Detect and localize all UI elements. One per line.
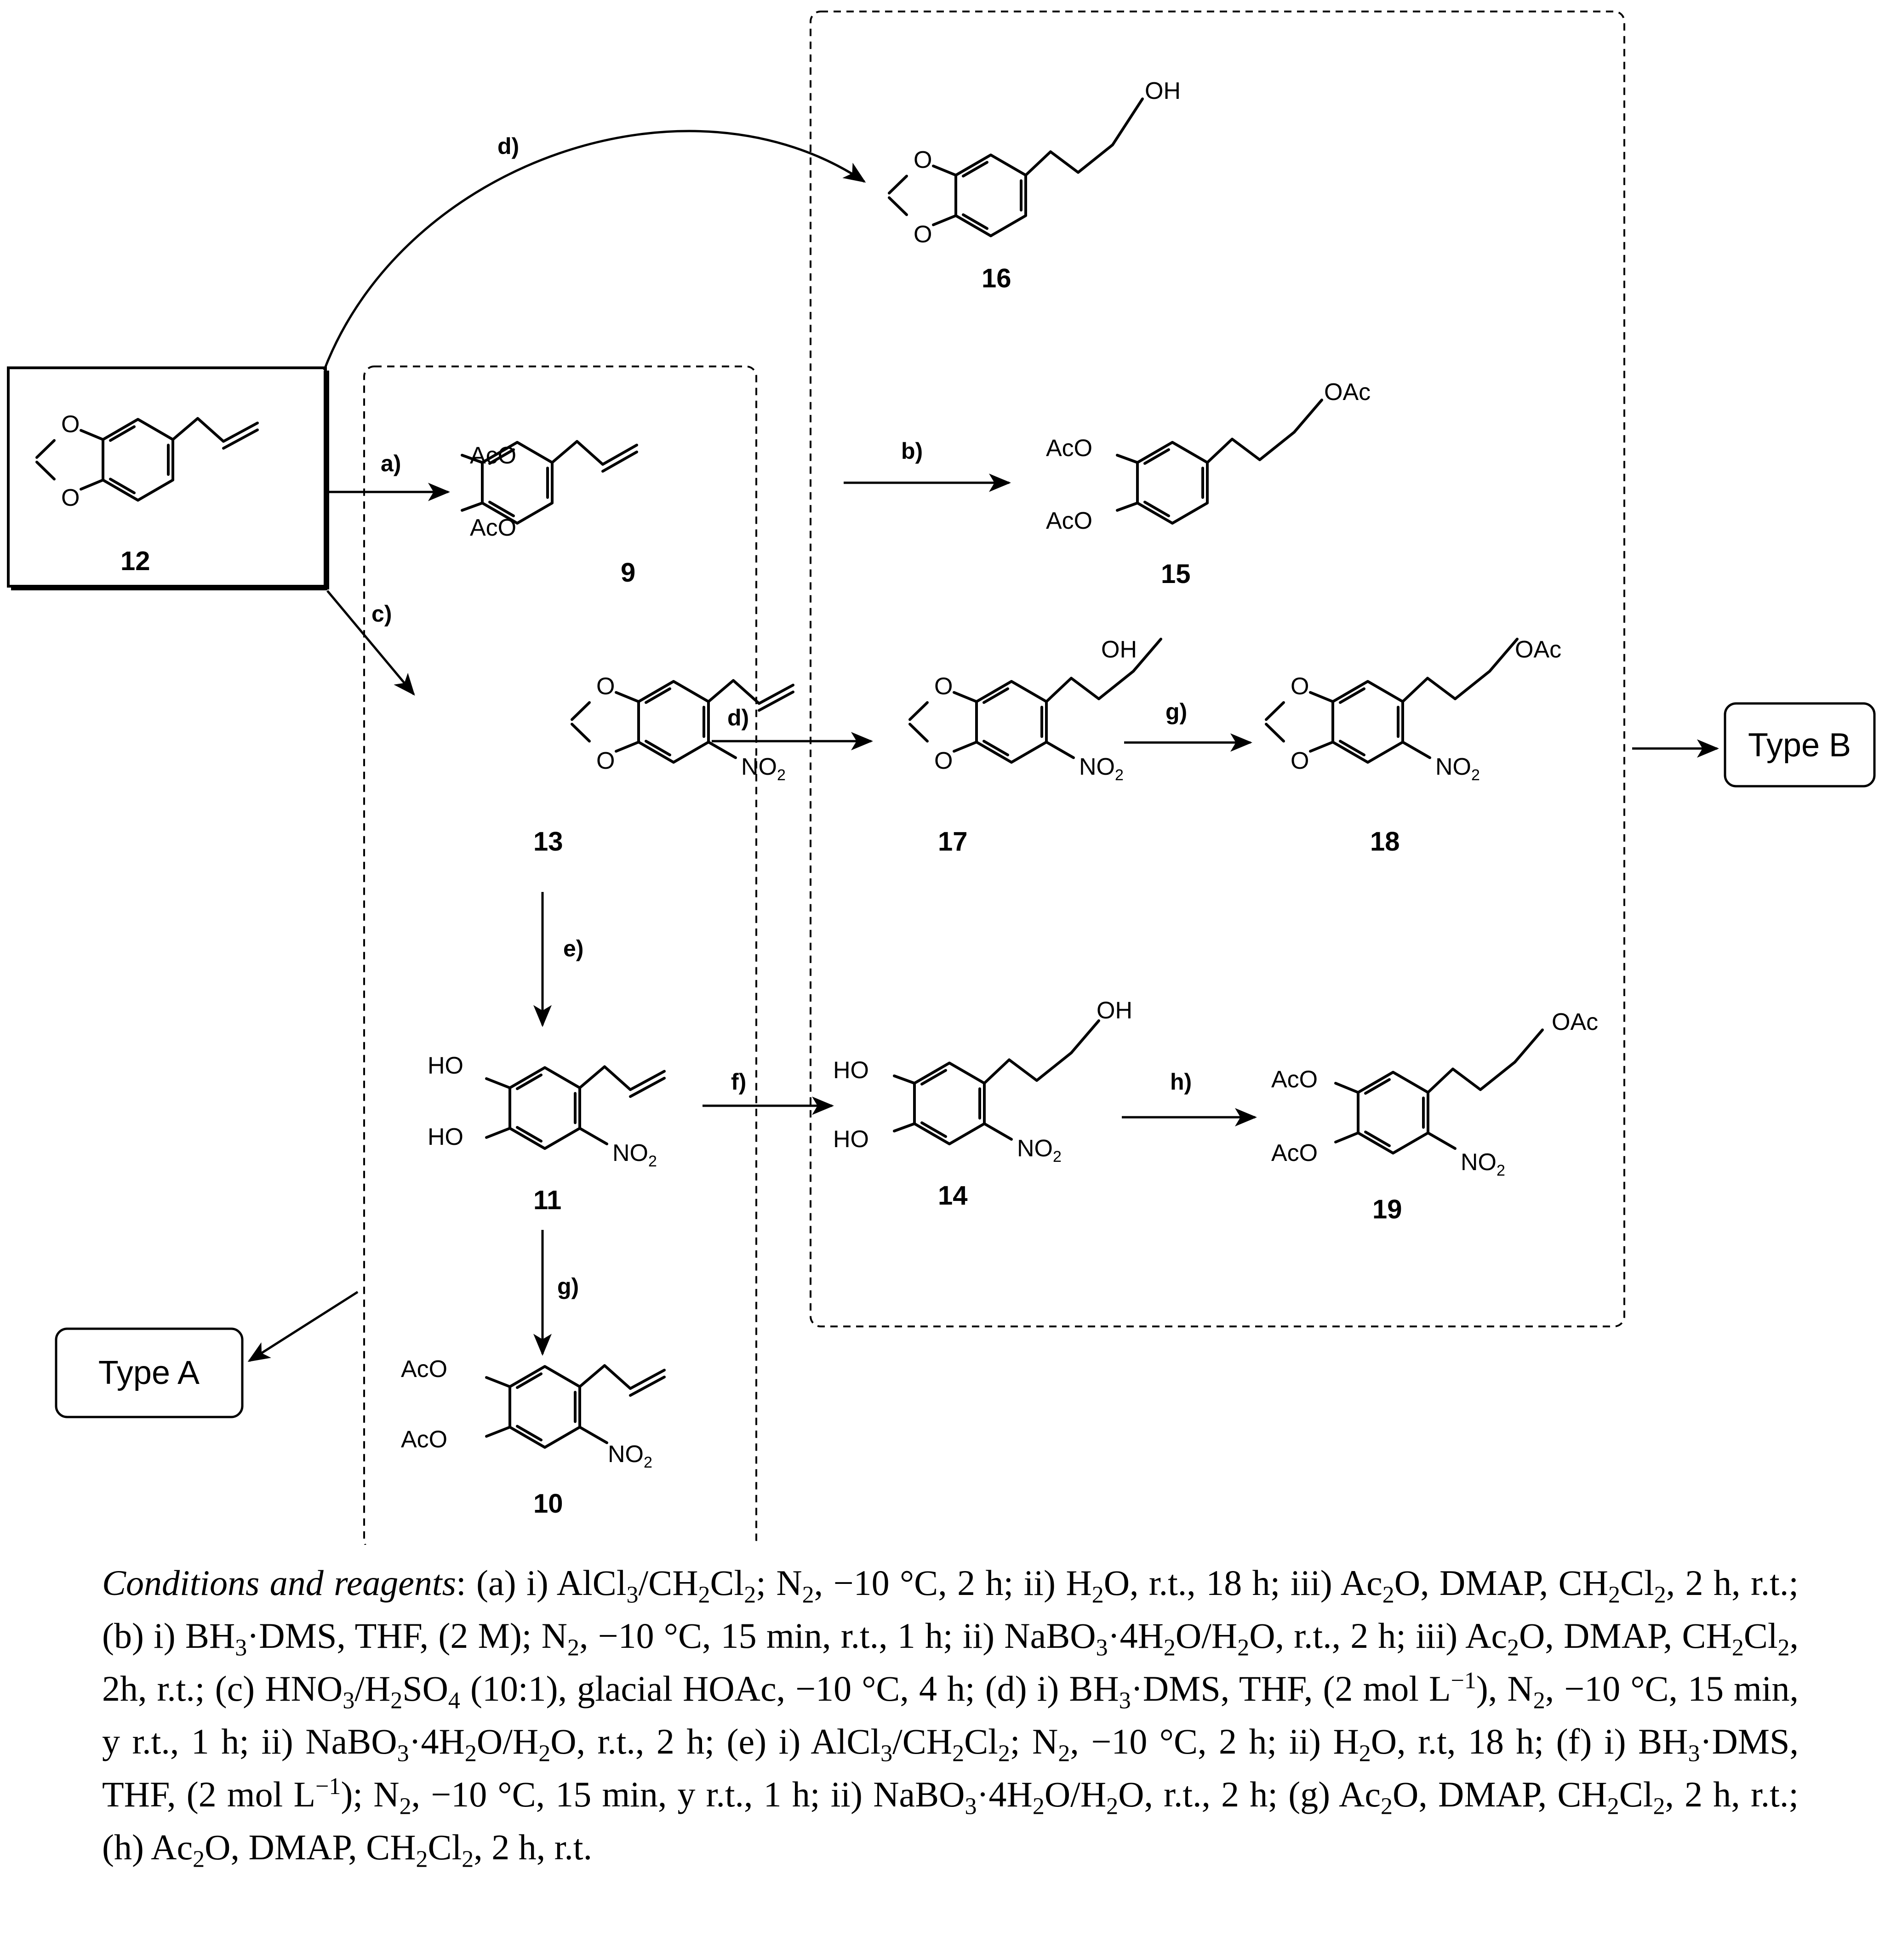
compound-10: AcO AcO NO2 10: [401, 1356, 666, 1519]
conditions-heading: Conditions and reagents: [102, 1563, 456, 1603]
acetate-label: OAc: [1515, 636, 1561, 663]
type-a-label: Type A: [98, 1354, 200, 1391]
step-label-h: h): [1170, 1069, 1192, 1095]
typeb-dashed-box: [810, 11, 1625, 1327]
step-label-g: g): [1165, 699, 1187, 725]
step-label-e: e): [563, 936, 583, 961]
o-atom: O: [61, 411, 80, 438]
o-atom: O: [914, 147, 932, 173]
acetoxy-label: AcO: [1046, 435, 1092, 462]
type-b-box: Type B: [1724, 702, 1876, 788]
compound-label-12: 12: [120, 546, 150, 576]
acetoxy-label: AcO: [401, 1426, 447, 1453]
nitro-label: NO2: [741, 754, 786, 784]
hydroxy-label: HO: [833, 1057, 869, 1084]
step-label-b: b): [901, 438, 923, 464]
arrow-step-c: [326, 590, 415, 696]
type-a-box: Type A: [55, 1327, 244, 1418]
compound-13: O O NO2 13: [533, 673, 794, 857]
compound-label-13: 13: [533, 827, 563, 857]
compound-11: HO HO NO2 11: [428, 1052, 666, 1215]
compound-label-14: 14: [938, 1181, 968, 1211]
compound-19: AcO AcO OAc NO2 19: [1271, 1009, 1598, 1224]
compound-label-19: 19: [1372, 1194, 1402, 1224]
arrow-step-d-to-16: [323, 130, 866, 371]
hydroxy-label: HO: [428, 1052, 463, 1079]
compound-label-18: 18: [1370, 827, 1400, 857]
step-label-d: d): [497, 133, 519, 159]
o-atom: O: [914, 221, 932, 248]
nitro-label: NO2: [1017, 1135, 1062, 1166]
reaction-scheme: O O 12 AcO AcO 9 O O NO2 13 HO: [7, 11, 1876, 1545]
compound-17: O O OH NO2 17: [908, 636, 1162, 857]
typea-dashed-box: [363, 366, 757, 1545]
conditions-and-reagents: Conditions and reagents: (a) i) AlCl3/CH…: [102, 1556, 1799, 1874]
compound-label-10: 10: [533, 1489, 563, 1519]
conditions-text: : (a) i) AlCl3/CH2Cl2; N2, −10 °C, 2 h; …: [102, 1563, 1799, 1873]
nitro-label: NO2: [608, 1441, 652, 1471]
compound-9: AcO AcO 9: [461, 440, 638, 588]
step-label-g: g): [557, 1274, 579, 1299]
compound-label-11: 11: [533, 1185, 561, 1215]
compound-label-9: 9: [621, 558, 635, 588]
compound-14: HO HO OH NO2 14: [833, 997, 1132, 1211]
nitro-label: NO2: [1079, 754, 1124, 784]
step-label-f: f): [731, 1069, 746, 1095]
acetoxy-label: AcO: [1046, 508, 1092, 534]
compound-12: O O 12: [7, 366, 329, 590]
compound-label-15: 15: [1161, 559, 1191, 589]
o-atom: O: [934, 673, 953, 700]
acetate-label: OAc: [1552, 1009, 1598, 1035]
o-atom: O: [934, 748, 953, 774]
compound-15: AcO AcO OAc 15: [1046, 379, 1371, 589]
compound-16: O O OH 16: [888, 78, 1181, 293]
arrow-to-type-a: [247, 1291, 359, 1362]
acetoxy-label: AcO: [1271, 1140, 1318, 1166]
acetoxy-label: AcO: [401, 1356, 447, 1383]
hydroxy-label: HO: [428, 1124, 463, 1150]
nitro-label: NO2: [612, 1140, 657, 1170]
step-label-a: a): [381, 451, 401, 476]
compound-18: O O OAc NO2 18: [1265, 636, 1561, 857]
o-atom: O: [1291, 748, 1309, 774]
o-atom: O: [61, 485, 80, 511]
compound-label-17: 17: [938, 827, 968, 857]
hydroxyl-label: OH: [1101, 636, 1137, 663]
acetoxy-label: AcO: [470, 442, 516, 469]
hydroxyl-label: OH: [1097, 997, 1132, 1024]
nitro-label: NO2: [1461, 1149, 1505, 1179]
acetoxy-label: AcO: [1271, 1066, 1318, 1093]
o-atom: O: [596, 748, 615, 774]
compound-label-16: 16: [982, 263, 1011, 293]
hydroxyl-label: OH: [1145, 78, 1181, 104]
acetate-label: OAc: [1324, 379, 1371, 406]
step-label-d: d): [727, 705, 749, 731]
acetoxy-label: AcO: [470, 514, 516, 541]
type-b-label: Type B: [1748, 727, 1851, 764]
nitro-label: NO2: [1435, 754, 1480, 784]
step-label-c: c): [371, 601, 392, 627]
hydroxy-label: HO: [833, 1126, 869, 1153]
o-atom: O: [596, 673, 615, 700]
o-atom: O: [1291, 673, 1309, 700]
benzene-ring-12: [103, 419, 173, 500]
